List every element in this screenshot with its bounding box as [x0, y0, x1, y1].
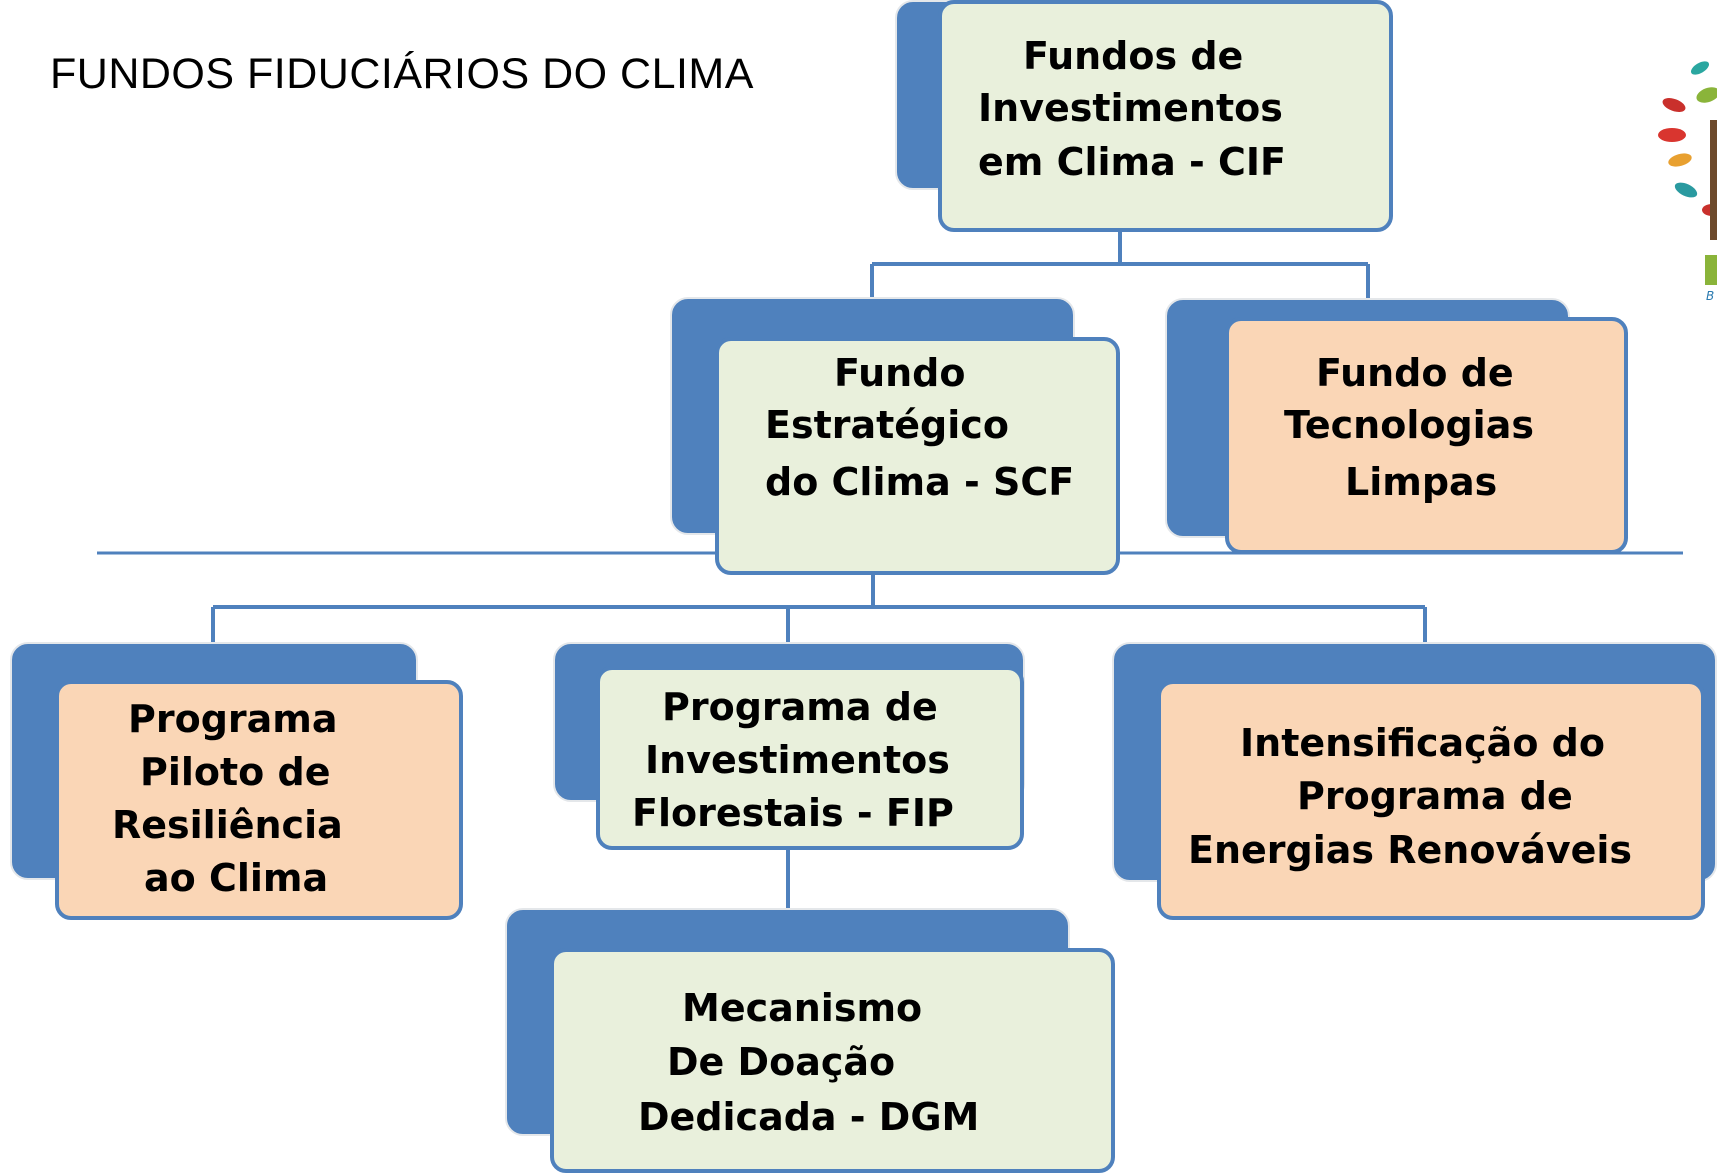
node-ctf-box [1225, 317, 1628, 554]
node-ppcr-box [55, 680, 463, 920]
tree-logo-icon: B [1658, 61, 1717, 303]
node-cif-line-2: Investimentos [978, 86, 1283, 130]
node-ppcr-line-3: Resiliência [112, 803, 343, 847]
node-ctf-line-3: Limpas [1345, 460, 1498, 504]
node-ctf-line-1: Fundo de [1316, 351, 1514, 395]
node-cif-line-3: em Clima - CIF [978, 140, 1286, 184]
node-scf-line-2: Estratégico [765, 403, 1009, 447]
node-srep-box [1157, 680, 1705, 920]
node-scf-line-3: do Clima - SCF [765, 460, 1075, 504]
svg-text:B: B [1706, 289, 1714, 303]
node-dgm-box [550, 948, 1115, 1173]
page-title: FUNDOS FIDUCIÁRIOS DO CLIMA [50, 50, 754, 98]
node-scf-box [715, 337, 1120, 575]
node-fip-line-1: Programa de [662, 685, 938, 729]
node-dgm-line-2: De Doação [667, 1040, 896, 1084]
node-fip-box [596, 666, 1024, 850]
node-scf-line-1: Fundo [834, 351, 966, 395]
node-fip-line-3: Florestais - FIP [632, 791, 954, 835]
node-dgm-line-3: Dedicada - DGM [638, 1095, 980, 1139]
node-fip-line-2: Investimentos [645, 738, 950, 782]
node-srep-line-2: Programa de [1297, 774, 1573, 818]
node-srep-line-1: Intensificação do [1240, 721, 1605, 765]
node-cif-line-1: Fundos de [1023, 34, 1244, 78]
node-ctf-line-2: Tecnologias [1284, 403, 1534, 447]
node-srep-line-3: Energias Renováveis [1188, 828, 1633, 872]
node-ppcr-line-1: Programa [128, 697, 338, 741]
node-ppcr-line-4: ao Clima [144, 856, 329, 900]
node-cif-box [938, 0, 1393, 232]
node-dgm-line-1: Mecanismo [682, 986, 923, 1030]
node-ppcr-line-2: Piloto de [140, 750, 331, 794]
